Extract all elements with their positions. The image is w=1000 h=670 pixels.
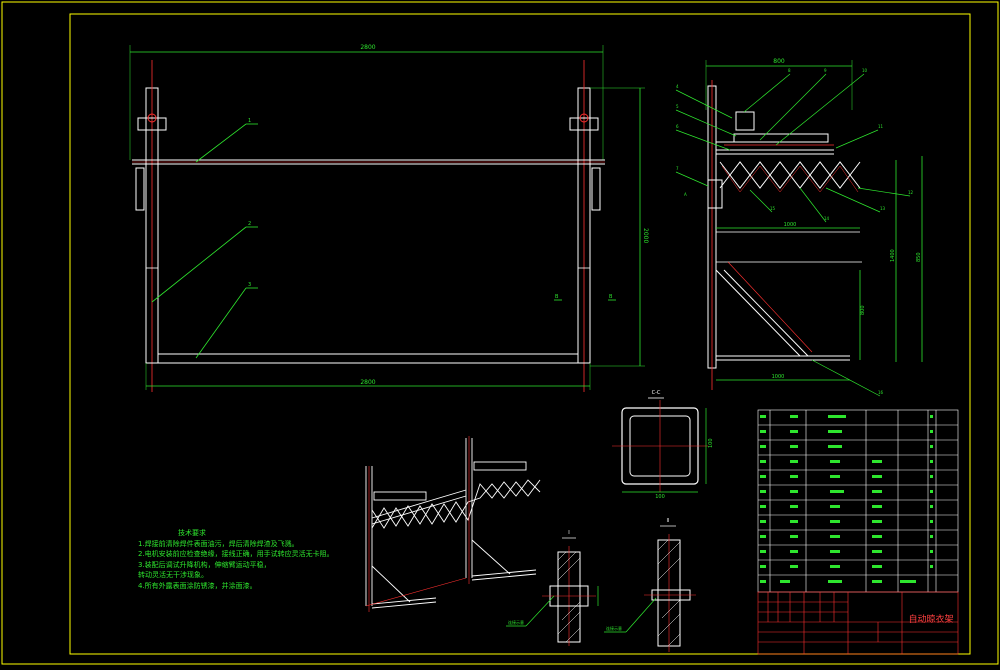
parts-list-text-marks xyxy=(760,415,933,583)
leader-2: 2 xyxy=(248,221,251,227)
side-leader-5: 5 xyxy=(676,104,679,109)
parts-list xyxy=(757,409,959,593)
side-leader-8: 8 xyxy=(788,68,791,73)
side-leader-13: 13 xyxy=(880,206,886,211)
scissor-mechanism xyxy=(719,161,861,193)
sheet-border-inner xyxy=(69,13,971,655)
leader-3: 3 xyxy=(248,282,251,288)
front-view: 2800 2000 2800 xyxy=(129,44,649,392)
front-height-dim: 2000 xyxy=(642,228,649,243)
side-leader-7: 7 xyxy=(676,166,679,171)
detail-note-1: 连接示意 xyxy=(508,619,524,625)
side-leader-14: 14 xyxy=(824,216,830,221)
side-h-dim-1: 800 xyxy=(860,305,866,315)
note-item: 1.焊接前清除焊件表面油污，焊后清除焊渣及飞溅。 xyxy=(138,539,299,548)
side-leader-9: 9 xyxy=(824,68,827,73)
title-block xyxy=(757,591,959,655)
notes-title: 技术要求 xyxy=(178,529,206,537)
section-mark-b1: B xyxy=(555,294,559,300)
side-leader-16: 16 xyxy=(878,390,884,395)
side-leader-15: 15 xyxy=(770,206,776,211)
detail-two: II 连接示意 xyxy=(604,518,696,652)
section-height: 100 xyxy=(708,438,714,448)
side-h-dim-0: 1400 xyxy=(890,249,896,262)
side-leader-4: 4 xyxy=(676,84,679,89)
technical-notes: 技术要求 1.焊接前清除焊件表面油污，焊后清除焊渣及飞溅。 2.电机安装前应检查… xyxy=(138,528,368,591)
detail-label-ii: II xyxy=(667,518,670,524)
note-item: 3.装配后调试升降机构，伸缩臂运动平稳， xyxy=(138,560,271,569)
side-base-dim: 1000 xyxy=(772,374,785,380)
front-top-dim: 2800 xyxy=(360,44,375,51)
section-width: 100 xyxy=(655,494,665,500)
side-leader-10: 10 xyxy=(862,68,868,73)
side-h-dim-2: 850 xyxy=(916,252,922,262)
section-label: C-C xyxy=(652,390,661,396)
side-scissor-dim: 1000 xyxy=(784,222,797,228)
detail-label-i: I xyxy=(568,530,569,536)
side-view: 800 1000 800 1400 850 xyxy=(675,58,923,397)
section-mark-b2: B xyxy=(609,294,613,300)
detail-note-2: 连接示意 xyxy=(606,625,622,631)
detail-one: I 连接示意 xyxy=(506,530,599,646)
side-leader-12: 12 xyxy=(908,190,914,195)
front-bottom-dim: 2800 xyxy=(360,379,375,386)
isometric-view xyxy=(365,436,541,612)
side-leader-6: 6 xyxy=(676,124,679,129)
note-item: 转动灵活无干涉现象。 xyxy=(138,571,208,579)
tube-section: C-C 100 100 xyxy=(612,390,714,500)
side-leader-11: 11 xyxy=(878,124,884,129)
note-item: 2.电机安装前应检查绝缘，接线正确，用手试转应灵活无卡阻。 xyxy=(138,550,334,558)
side-top-dim: 800 xyxy=(773,58,785,65)
drawing-title: 自动晾衣架 xyxy=(908,615,954,625)
note-item: 4.所有外露表面涂防锈漆，并涂面漆。 xyxy=(138,581,257,590)
leader-1: 1 xyxy=(248,118,251,124)
side-section-mark: A xyxy=(684,192,687,197)
